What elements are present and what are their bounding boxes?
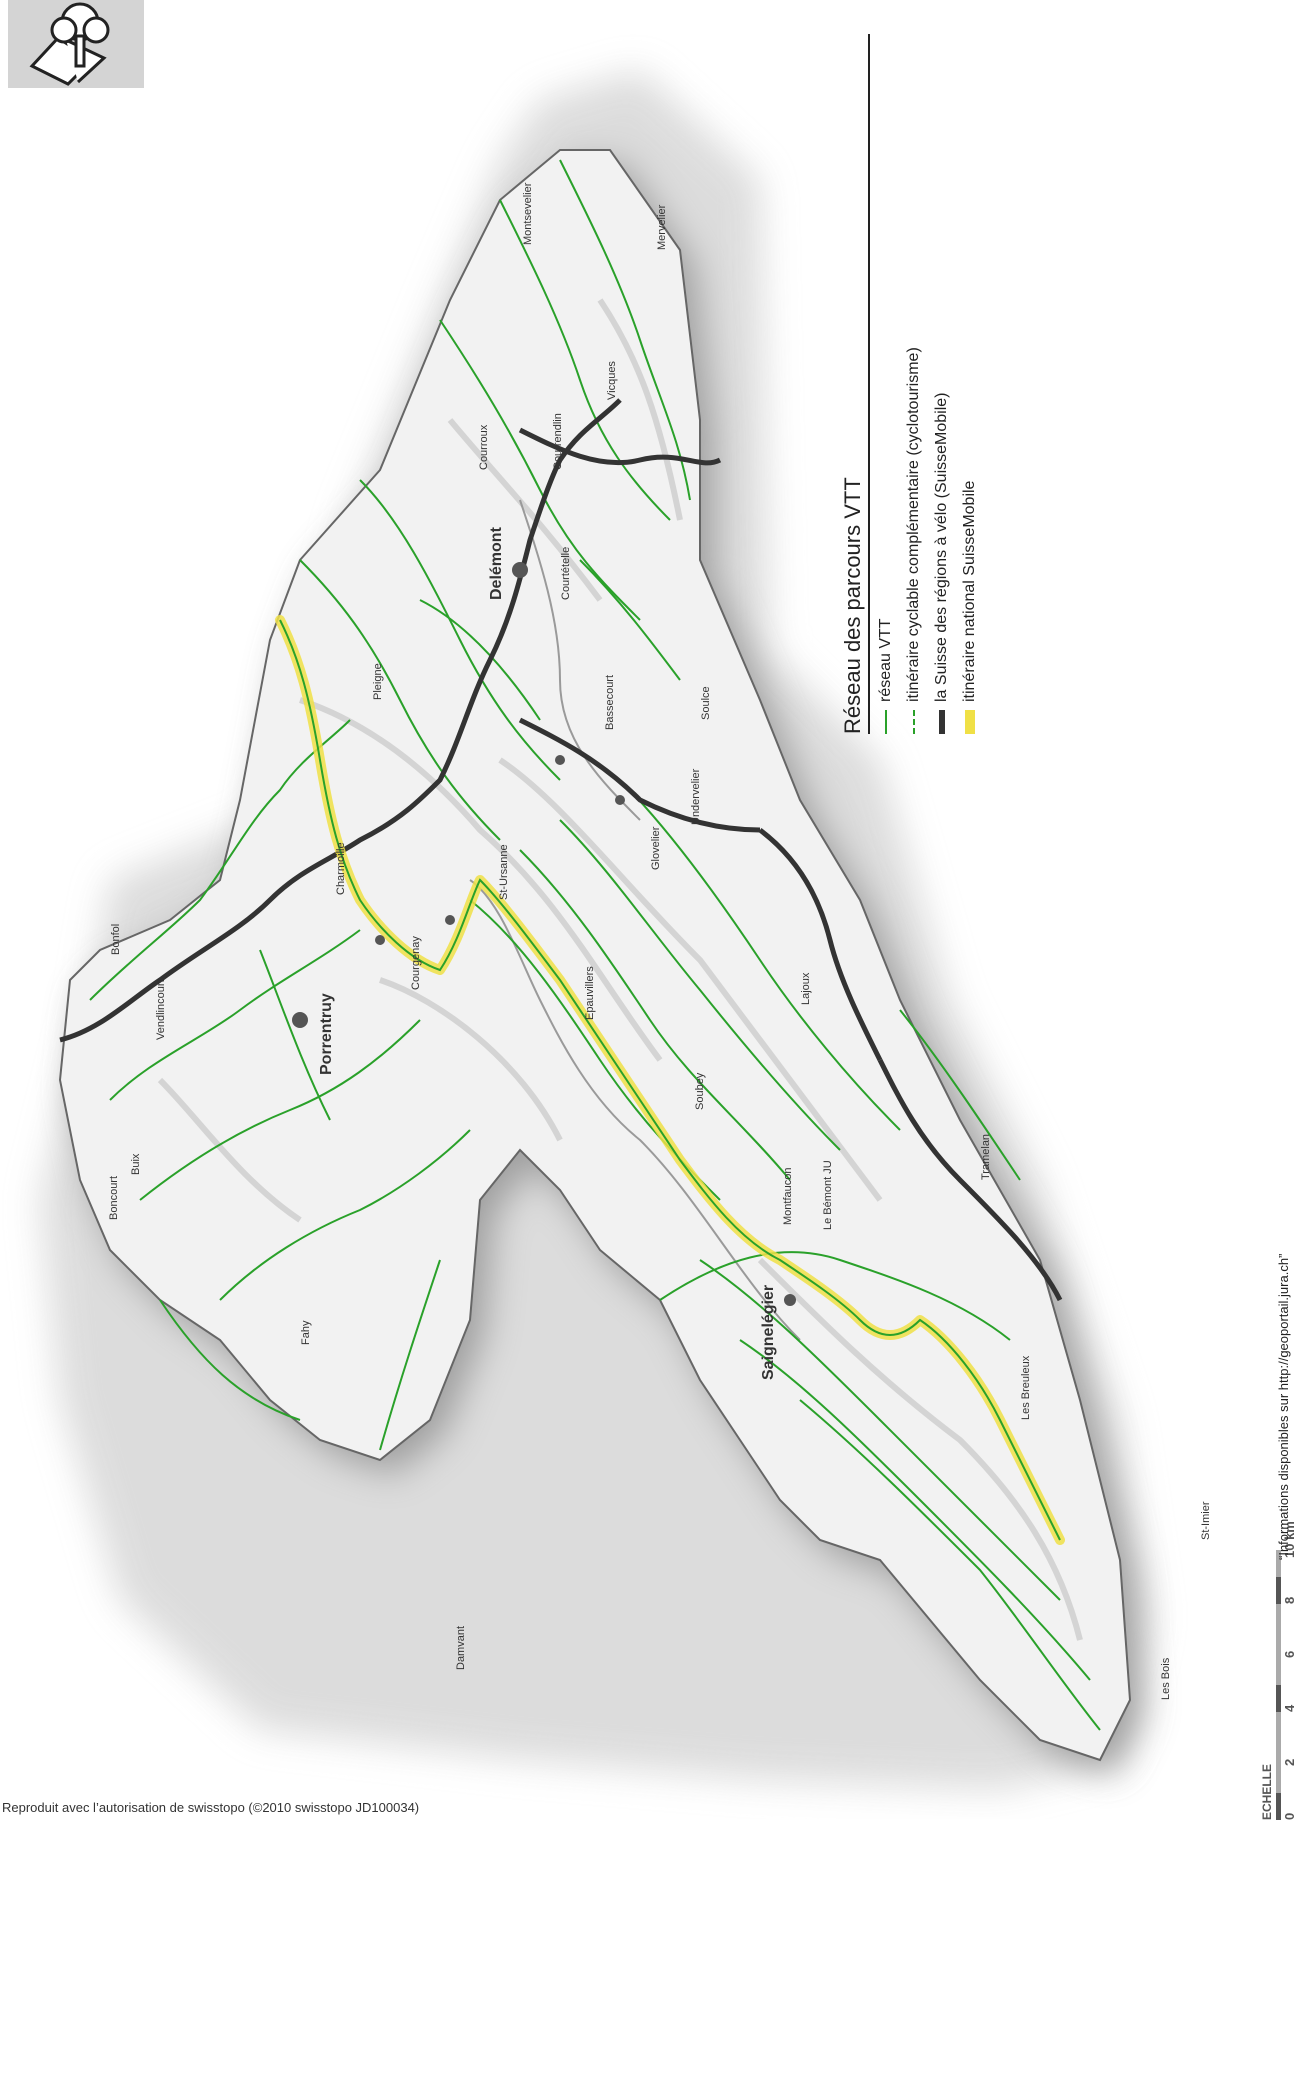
place-label-st-ursanne: St-Ursanne — [498, 844, 510, 900]
place-label-charmoille: Charmoille — [335, 842, 347, 895]
place-label-buix: Buix — [130, 1153, 142, 1175]
place-label-les-bois: Les Bois — [1160, 1657, 1172, 1700]
legend-container: Réseau des parcours VTT réseau VTT itiné… — [840, 34, 978, 734]
place-label-glovelier: Glovelier — [650, 826, 662, 870]
legend-item-vtt: réseau VTT — [876, 618, 896, 734]
suissemobile-national-route-line — [279, 619, 1061, 1541]
place-label-epauvillers: Epauvillers — [584, 966, 596, 1020]
place-label-vicques: Vicques — [606, 361, 618, 400]
legend-swatch-cyclotourisme — [913, 710, 915, 734]
legend-title: Réseau des parcours VTT — [840, 34, 870, 734]
place-label-saignelegier: Saignelégier — [760, 1284, 777, 1380]
place-label-courgenay: Courgenay — [410, 936, 422, 990]
legend-label-regional: la Suisse des régions à vélo (SuisseMobi… — [933, 392, 950, 702]
place-label-soulce: Soulce — [700, 686, 712, 720]
legend-swatch-national — [965, 710, 975, 734]
legend-item-regional: la Suisse des régions à vélo (SuisseMobi… — [932, 393, 952, 734]
place-label-montfaucon: Montfaucon — [782, 1167, 794, 1225]
suissemobile-regional-routes — [59, 398, 1063, 1302]
place-label-mervelier: Mervelier — [656, 204, 668, 250]
place-label-les-breuleux: Les Breuleux — [1020, 1355, 1032, 1420]
place-label-porrentruy: Porrentruy — [318, 993, 335, 1075]
place-label-boncourt: Boncourt — [108, 1175, 120, 1220]
place-label-courroux: Courroux — [478, 424, 490, 470]
place-label-courrendlin: Courrendlin — [552, 413, 564, 470]
relief-texture — [157, 298, 1083, 1641]
place-label-fahy: Fahy — [300, 1320, 312, 1345]
town-markers — [292, 562, 796, 1306]
legend-label-cyclotourisme: itinéraire cyclable complémentaire (cycl… — [905, 347, 922, 702]
legend: Réseau des parcours VTT réseau VTT itiné… — [840, 34, 1000, 734]
place-label-pleigne: Pleigne — [372, 663, 384, 700]
scale-label: ECHELLE — [1260, 1763, 1274, 1820]
place-label-lajoux: Lajoux — [800, 972, 812, 1005]
tree-pictogram-icon — [8, 0, 144, 88]
legend-item-cyclotourisme: itinéraire cyclable complémentaire (cycl… — [904, 347, 924, 734]
place-label-delemont: Delémont — [488, 527, 505, 600]
tree-icon — [29, 2, 110, 86]
legend-swatch-vtt — [885, 710, 887, 734]
place-label-undervelier: Undervelier — [690, 768, 702, 825]
jura-vtt-map[interactable] — [0, 0, 1300, 1819]
legend-swatch-regional — [939, 710, 945, 734]
place-label-soubey: Soubey — [694, 1072, 706, 1110]
place-label-vendlincourt: Vendlincourt — [155, 979, 167, 1040]
info-container: “Informations disponibles sur http://geo… — [1276, 1254, 1296, 2080]
place-label-tramelan: Tramelan — [980, 1133, 992, 1180]
place-label-montsevelier: Montsevelier — [522, 182, 534, 245]
place-label-bassecourt: Bassecourt — [604, 674, 616, 730]
legend-label-vtt: réseau VTT — [877, 618, 894, 702]
place-label-st-imier: St-Imier — [1200, 1501, 1212, 1541]
place-label-damvant: Damvant — [455, 1625, 467, 1670]
legend-item-national: itinéraire national SuisseMobile — [960, 481, 980, 734]
credit-text: Reproduit avec l’autorisation de swissto… — [2, 1800, 420, 1815]
place-label-bonfol: Bonfol — [110, 923, 122, 955]
legend-label-national: itinéraire national SuisseMobile — [961, 480, 978, 702]
place-label-le-bemont: Le Bémont JU — [822, 1160, 834, 1230]
place-label-courtetelle: Courtételle — [560, 546, 572, 600]
info-text: “Informations disponibles sur http://geo… — [1276, 1253, 1291, 1560]
